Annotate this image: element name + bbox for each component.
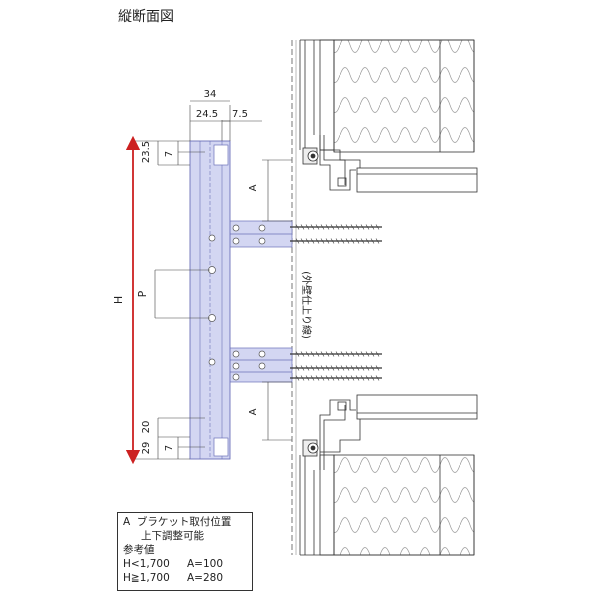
dim-7-bottom: 7 — [164, 445, 175, 451]
legend-line-2: 上下調整可能 — [141, 530, 204, 542]
legend-key-a: A — [123, 516, 131, 528]
legend-ref1-val: A=100 — [187, 558, 224, 570]
legend-box: A ブラケット取付位置 上下調整可能 参考値 H<1,700 A=100 H≧1,… — [117, 512, 253, 591]
dim-34: 34 — [204, 89, 217, 100]
dim-7-5: 7.5 — [232, 109, 248, 120]
dim-p: P — [136, 290, 149, 297]
page-title: 縦断面図 — [118, 9, 174, 25]
dim-a-bottom: A — [248, 408, 259, 415]
legend-ref-heading: 参考値 — [123, 544, 155, 556]
dim-20: 20 — [141, 421, 152, 434]
dim-29: 29 — [141, 442, 152, 455]
dim-h: H — [112, 296, 125, 304]
brackets — [227, 220, 293, 383]
legend-ref-row-2: H≧1,700 A=280 — [123, 571, 247, 585]
dim-a-top: A — [248, 184, 259, 191]
shutter-frame — [189, 140, 231, 460]
legend-ref1-cond: H<1,700 — [123, 558, 170, 570]
dim-7-top: 7 — [164, 151, 175, 157]
legend-ref2-cond: H≧1,700 — [123, 572, 170, 584]
dimension-lines — [133, 100, 292, 460]
legend-line-1: A ブラケット取付位置 — [123, 515, 247, 529]
screws — [290, 226, 382, 379]
dim-23-5: 23.5 — [141, 141, 152, 163]
legend-bracket-position: ブラケット取付位置 — [136, 516, 232, 528]
wall-section — [291, 39, 478, 556]
legend-ref-row-1: H<1,700 A=100 — [123, 557, 247, 571]
legend-ref2-val: A=280 — [187, 572, 224, 584]
dim-24-5: 24.5 — [196, 109, 218, 120]
wall-finish-label: (外壁仕上り線) — [300, 271, 313, 339]
